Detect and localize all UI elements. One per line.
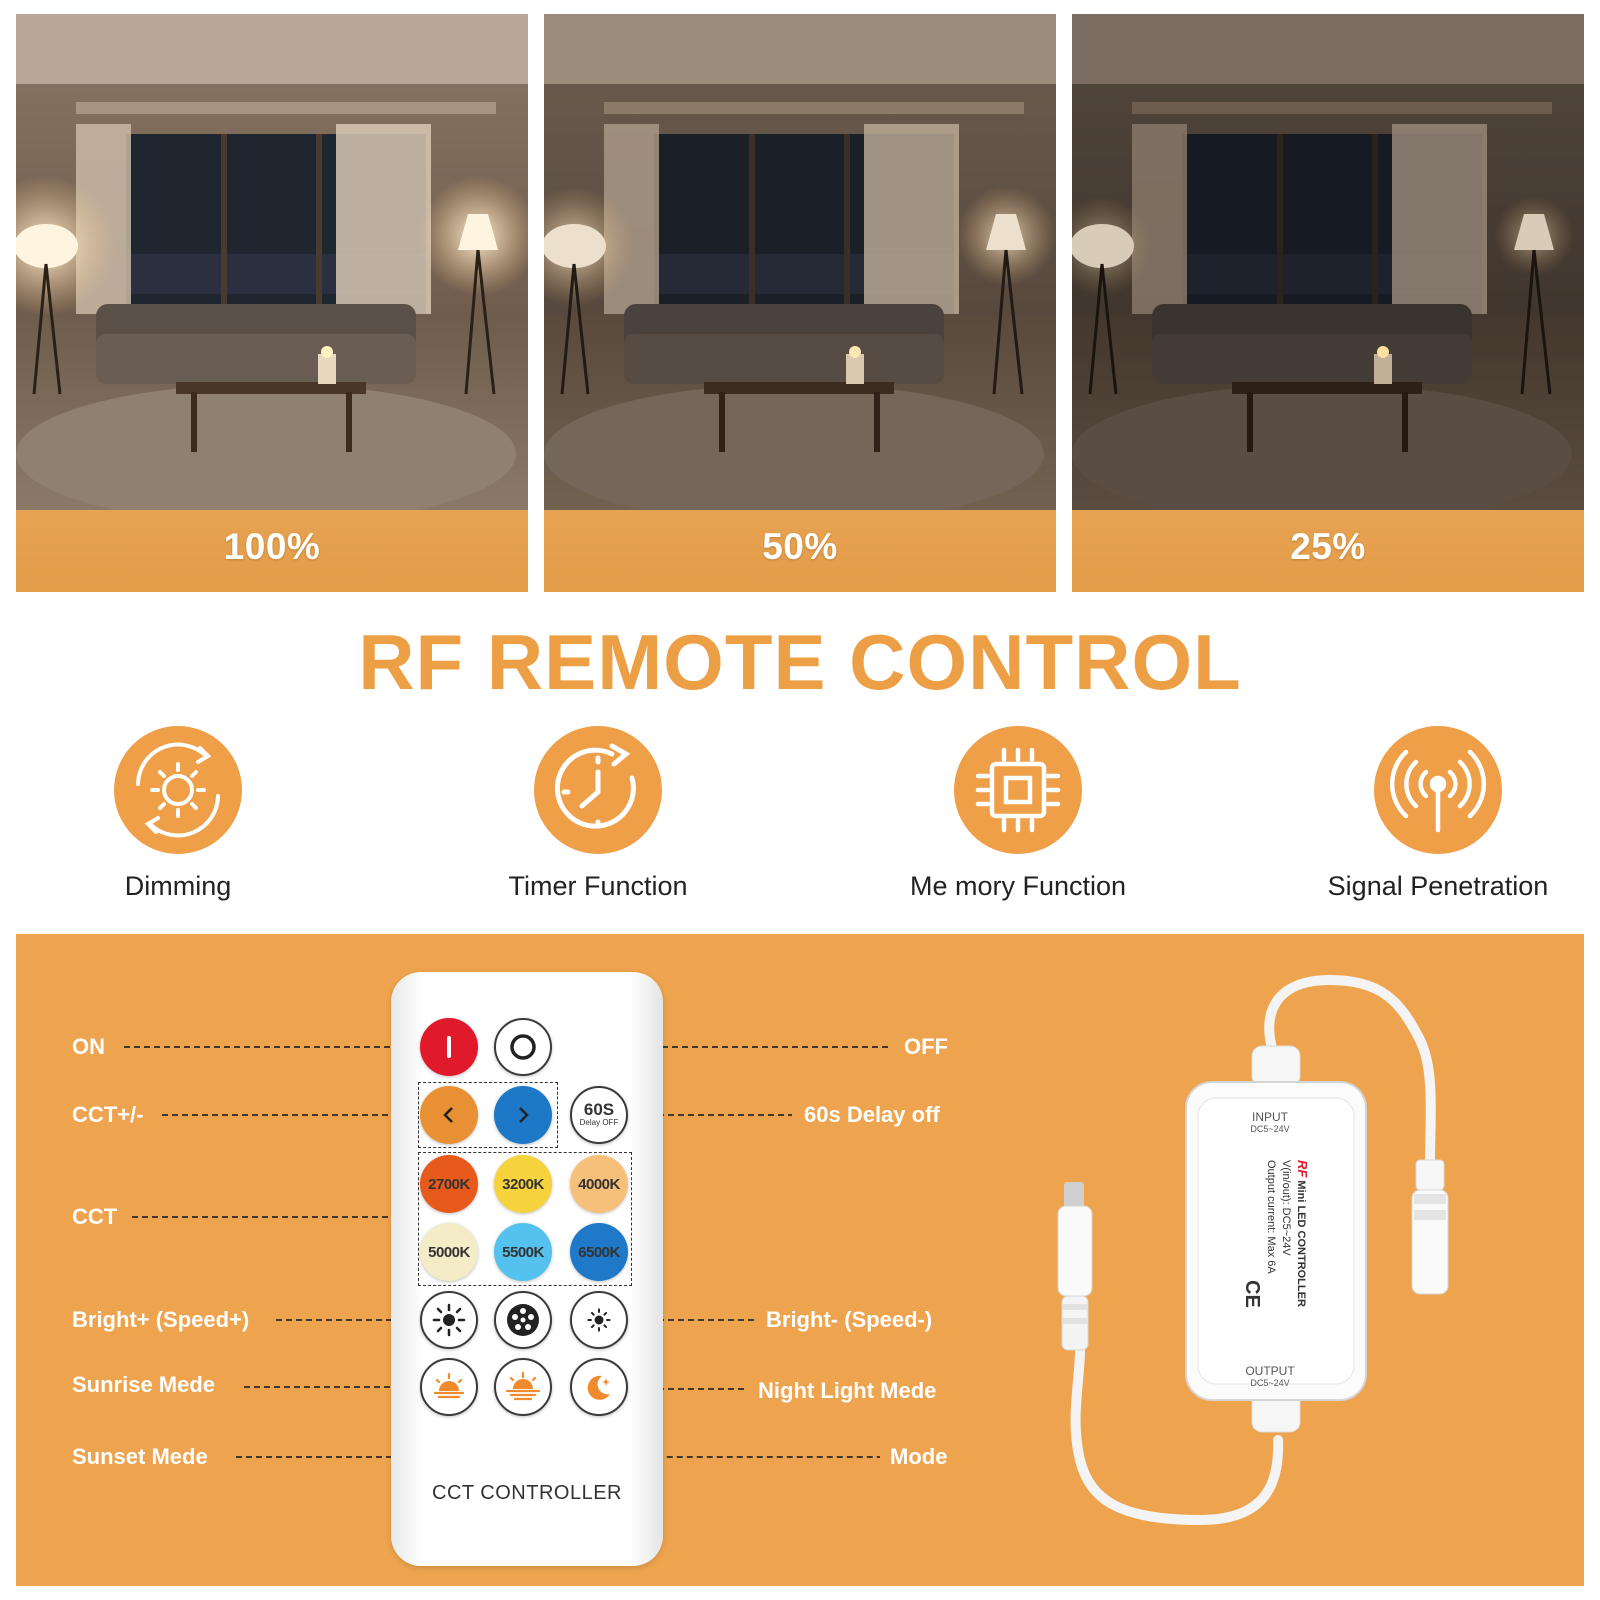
room-photo-50: 50%: [544, 14, 1056, 592]
callout-bright-plus: Bright+ (Speed+): [72, 1307, 250, 1332]
brightness-label: 50%: [762, 526, 838, 567]
controller-voltage: V(in/out): DC5~24V: [1280, 1160, 1292, 1256]
callout-mode: Mode: [890, 1444, 948, 1469]
room-photo-25: 25%: [1072, 14, 1584, 592]
feature-label: Timer Function: [508, 871, 688, 901]
cct-adjust-group: [418, 1082, 558, 1148]
feature-memory: Me mory Function: [868, 726, 1168, 902]
cct-preset-group: [418, 1152, 632, 1286]
cct-4000k-button[interactable]: 4000K: [570, 1155, 628, 1213]
memory-chip-icon: [954, 726, 1082, 854]
feature-label: Signal Penetration: [1327, 871, 1549, 901]
brightness-label: 100%: [223, 526, 321, 567]
sunrise-icon: [433, 1372, 465, 1399]
feature-label: Me mory Function: [909, 871, 1127, 901]
brightness-band: [544, 510, 1056, 592]
callout-on: ON: [72, 1034, 105, 1059]
controller-current: Output current: Max 6A: [1265, 1160, 1277, 1274]
room-photo-illustration: [1072, 14, 1584, 524]
male-dc-connector: [1057, 1182, 1093, 1351]
bright-plus-button[interactable]: [420, 1291, 478, 1349]
sunrise-button[interactable]: [420, 1358, 478, 1416]
controller-input-label: INPUT: [1252, 1110, 1288, 1124]
callout-sunrise: Sunrise Mede: [72, 1372, 216, 1397]
bright-minus-button[interactable]: [570, 1291, 628, 1349]
delay-off-button[interactable]: 60S Delay OFF: [570, 1086, 628, 1144]
callout-night-light: Night Light Mede: [758, 1378, 937, 1403]
night-light-button[interactable]: [570, 1358, 628, 1416]
delay-big-label: 60S: [583, 1100, 615, 1119]
on-button[interactable]: [420, 1018, 478, 1076]
moon-stars-icon: [587, 1375, 610, 1400]
controller-brand: RF: [1295, 1160, 1310, 1178]
brightness-label: 25%: [1290, 526, 1366, 567]
cct-3200k-button[interactable]: 3200K: [494, 1155, 552, 1213]
cct-plus-button[interactable]: [494, 1086, 552, 1144]
feature-label: Dimming: [124, 871, 232, 901]
brightness-band: [16, 510, 528, 592]
controller-ce-mark: CE: [1241, 1280, 1263, 1308]
callout-off: OFF: [904, 1034, 948, 1059]
callout-bright-minus: Bright- (Speed-): [766, 1307, 933, 1332]
callout-cct: CCT: [72, 1204, 118, 1229]
controller-input-spec: DC5~24V: [1250, 1124, 1290, 1134]
mode-dial-icon: [507, 1304, 539, 1336]
cct-6500k-button[interactable]: 6500K: [570, 1223, 628, 1281]
feature-timer: Timer Function: [448, 726, 748, 902]
sun-small-icon: [587, 1308, 611, 1332]
cct-5500k-button[interactable]: 5500K: [494, 1223, 552, 1281]
dimming-sun-icon: [114, 726, 242, 854]
led-controller-illustration: [1057, 974, 1449, 1526]
room-photo-100: 100%: [16, 14, 528, 592]
female-dc-connector: [1411, 1159, 1449, 1295]
sunset-icon: [505, 1371, 541, 1401]
delay-small-label: Delay OFF: [579, 1118, 619, 1127]
controller-output-label: OUTPUT: [1245, 1364, 1295, 1378]
controller-name: Mini LED CONTROLLER: [1295, 1180, 1307, 1307]
remote-title: CCT CONTROLLER: [432, 1482, 622, 1504]
room-photo-illustration: [16, 14, 528, 524]
cct-2700k-button[interactable]: 2700K: [420, 1155, 478, 1213]
off-button[interactable]: [494, 1018, 552, 1076]
sun-large-icon: [432, 1303, 466, 1337]
sunset-button[interactable]: [494, 1358, 552, 1416]
mode-button[interactable]: [494, 1291, 552, 1349]
page-title: RF REMOTE CONTROL: [358, 618, 1242, 706]
feature-dimming: Dimming: [28, 726, 328, 902]
cct-minus-button[interactable]: [420, 1086, 478, 1144]
controller-name-line: RF Mini LED CONTROLLER: [1293, 1160, 1310, 1340]
timer-clock-icon: [534, 726, 662, 854]
cct-5000k-button[interactable]: 5000K: [420, 1223, 478, 1281]
callout-delay-off: 60s Delay off: [804, 1102, 940, 1127]
signal-antenna-icon: [1374, 726, 1502, 854]
callout-cct-plus-minus: CCT+/-: [72, 1102, 144, 1127]
room-photo-illustration: [544, 14, 1056, 524]
feature-signal: Signal Penetration: [1288, 726, 1588, 902]
callout-sunset: Sunset Mede: [72, 1444, 208, 1469]
brightness-band: [1072, 510, 1584, 592]
controller-output-spec: DC5~24V: [1250, 1378, 1290, 1388]
